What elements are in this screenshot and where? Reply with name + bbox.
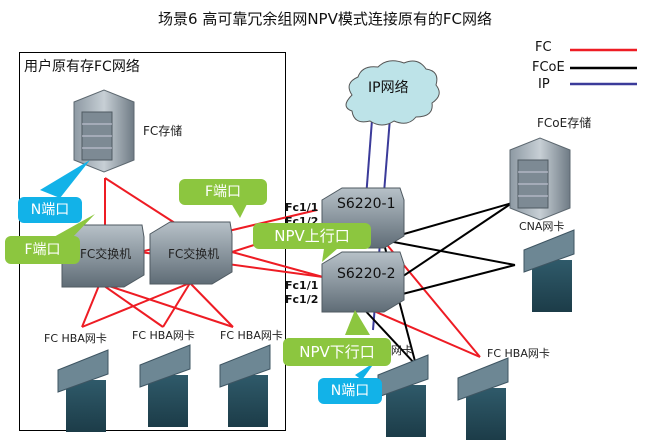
hba-5-label: FC HBA网卡 bbox=[487, 347, 550, 360]
fc-link bbox=[359, 304, 481, 358]
server-cna-icon bbox=[523, 229, 575, 312]
fc-switch-2-label: FC交换机 bbox=[168, 247, 220, 261]
fc-link bbox=[189, 282, 234, 328]
s6220-1-port-fc11: Fc1/1 bbox=[285, 201, 319, 214]
npv-downlink-callout: NPV下行口 bbox=[283, 338, 391, 366]
legacy-network-label: 用户原有存FC网络 bbox=[24, 59, 140, 75]
fc-switch-1-label: FC交换机 bbox=[80, 247, 132, 261]
n-port-bottom-callout: N端口 bbox=[318, 378, 382, 404]
fc-link bbox=[104, 177, 179, 226]
server-hba-3-icon bbox=[219, 344, 271, 427]
fc-link bbox=[99, 282, 234, 328]
hba-3-label: FC HBA网卡 bbox=[220, 329, 283, 342]
fc-link bbox=[162, 282, 191, 328]
fcoe-link bbox=[359, 304, 417, 366]
server-hba-1-icon bbox=[57, 349, 109, 432]
f-port-left-callout: F端口 bbox=[5, 236, 80, 264]
s6220-2-label: S6220-2 bbox=[337, 266, 396, 282]
fc-link bbox=[81, 282, 191, 328]
fc-link bbox=[231, 251, 324, 278]
f-port-mid-callout: F端口 bbox=[179, 179, 267, 205]
legend-label-ip: IP bbox=[538, 77, 550, 92]
server-hba-2-icon bbox=[139, 344, 191, 427]
fc-switch-1-icon bbox=[61, 224, 145, 288]
ip-cloud-label: IP网络 bbox=[368, 80, 409, 96]
fcoe-storage-icon bbox=[509, 137, 571, 221]
legend-lines bbox=[570, 48, 637, 86]
fc-link bbox=[81, 282, 101, 328]
fc-switch-2-icon bbox=[149, 221, 233, 285]
server-hba-4-icon bbox=[377, 354, 429, 437]
fc-storage-icon bbox=[73, 89, 135, 173]
npv-downlink-tail bbox=[345, 310, 370, 335]
hba-1-label: FC HBA网卡 bbox=[44, 332, 107, 345]
diagram-title: 场景6 高可靠冗余组网NPV模式连接原有的FC网络 bbox=[158, 10, 492, 28]
s6220-2-port-fc11: Fc1/1 bbox=[285, 279, 319, 292]
hba-2-label: FC HBA网卡 bbox=[132, 329, 195, 342]
ip-cloud bbox=[345, 60, 440, 126]
n-port-left-tail bbox=[40, 160, 90, 198]
s6220-1-label: S6220-1 bbox=[337, 196, 396, 212]
s6220-2-icon bbox=[321, 251, 405, 313]
fcoe-link bbox=[382, 239, 516, 266]
n-port-left-callout: N端口 bbox=[18, 197, 82, 223]
s6220-2-port-fc12: Fc1/2 bbox=[285, 293, 319, 306]
f-port-left-tail bbox=[52, 214, 95, 240]
server-hba-5-icon bbox=[457, 357, 509, 440]
fc-storage-label: FC存储 bbox=[143, 124, 183, 138]
n-port-bottom-tail bbox=[355, 362, 375, 380]
npv-uplink-callout: NPV上行口 bbox=[253, 223, 371, 249]
legend-label-fcoe: FCoE bbox=[532, 60, 565, 75]
legend-label-fc: FC bbox=[535, 40, 552, 55]
fcoe-storage-label: FCoE存储 bbox=[537, 116, 592, 130]
fc-link bbox=[99, 282, 164, 328]
cna-card-label: CNA网卡 bbox=[519, 220, 565, 233]
